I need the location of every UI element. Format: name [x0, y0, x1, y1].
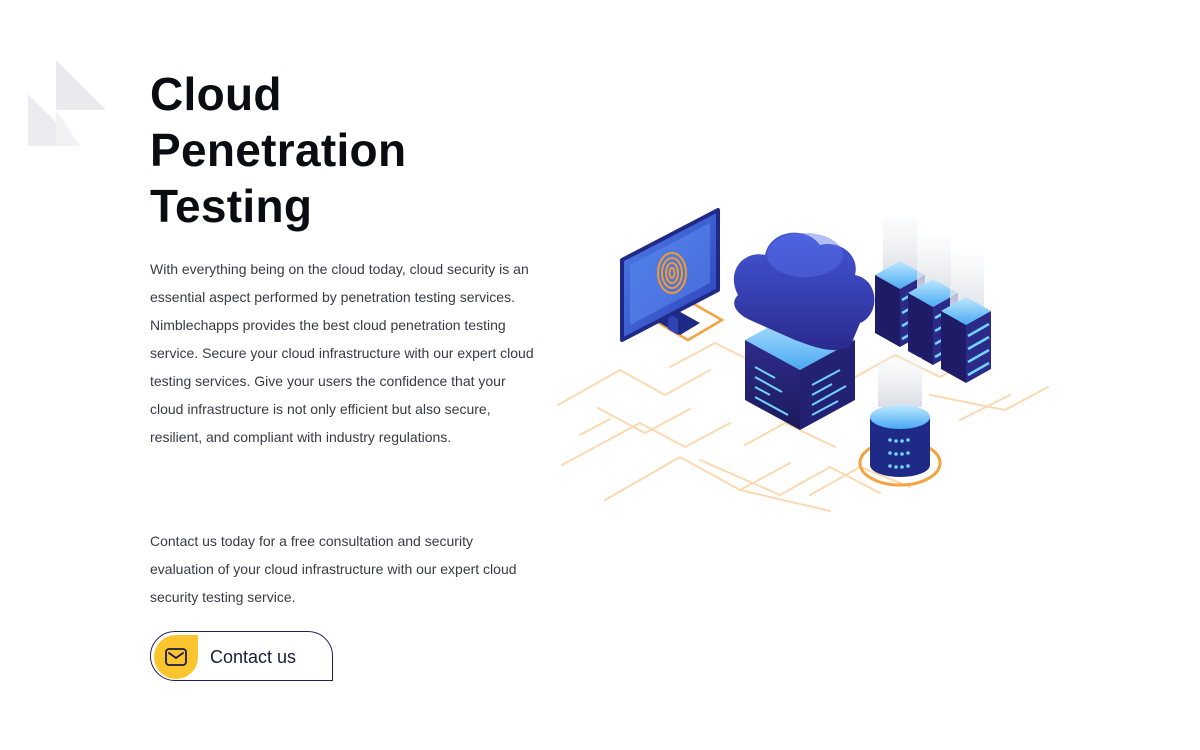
contact-us-button[interactable]: Contact us — [150, 631, 333, 681]
cloud-icon — [733, 232, 875, 350]
title-line-3: Testing — [150, 180, 313, 232]
database-icon — [858, 357, 942, 487]
mail-icon — [154, 635, 198, 679]
page-title: Cloud Penetration Testing — [150, 66, 550, 234]
server-tower-3 — [941, 255, 991, 383]
title-line-2: Penetration — [150, 124, 407, 176]
fingerprint-icon — [657, 252, 687, 294]
decorative-logo-icon — [28, 60, 106, 146]
cloud-security-illustration — [557, 208, 1049, 512]
contact-paragraph: Contact us today for a free consultation… — [150, 533, 517, 605]
monitor-icon — [620, 208, 725, 342]
intro-paragraph: With everything being on the cloud today… — [150, 261, 534, 445]
title-line-1: Cloud — [150, 68, 282, 120]
contact-us-label: Contact us — [210, 647, 297, 667]
